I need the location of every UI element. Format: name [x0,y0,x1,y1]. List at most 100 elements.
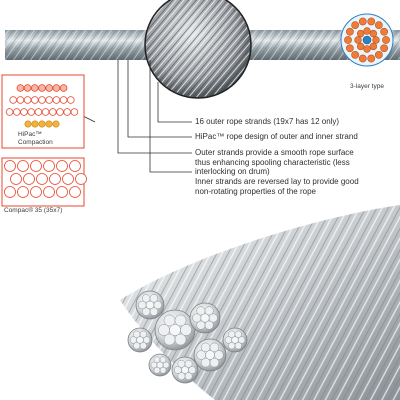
callout-hipac-design: HiPac™ rope design of outer and inner st… [195,132,358,141]
hipac-wire [52,84,61,92]
hipac-wire [45,84,53,92]
layer-outer-wire [374,21,383,30]
rope-wire-end [177,372,186,381]
compac-wire [62,173,74,185]
hipac-wire [52,96,61,104]
hipac-cross-section [1,74,85,149]
rope-wire-end [136,336,144,344]
layer-outer-wire [380,27,389,36]
layer-outer-wire [374,50,383,59]
compac-wire [30,186,42,198]
rope-wire-end [228,342,236,350]
hipac-wire [67,96,75,104]
rope-wire-end [169,324,181,336]
rope-wire-end [184,359,193,368]
layer-outer-wire [367,17,376,26]
rope-wire-end [204,306,214,316]
layer-middle-wire [354,36,362,44]
layer-outer-wire [382,36,390,44]
hipac-wire [30,84,39,92]
layer-middle-wire [369,29,378,38]
callout-outer-strands: 16 outer rope strands (19x7 has 12 only) [195,117,340,126]
compac-wire [75,173,87,185]
rope-wire-end [145,300,155,310]
layer-middle-wire [356,42,365,51]
three-layer-label: 3-layer type [350,83,384,90]
layer-outer-wire [344,36,352,44]
rope-wire-end [153,366,161,374]
compac-wire [56,186,68,198]
hipac-compaction-wire [38,120,46,128]
layer-core-wire [362,35,372,45]
large-rope-illustration [120,205,400,400]
layer-outer-wire [367,54,376,63]
rope-wire-end [181,366,189,374]
rope-wire-end [196,320,206,330]
compac-wire [10,173,22,185]
rope-wire-end [234,330,242,338]
hipac-wire [16,84,25,92]
compac-wire [17,186,29,198]
hipac-wire [20,108,28,116]
rope-wire-end [200,357,211,368]
rope-wire-end [205,350,215,360]
layer-middle-wire [356,29,365,38]
layer-outer-wire [351,21,360,30]
hipac-wire [30,96,39,104]
compac-wire [17,160,29,172]
rope-wire-end [156,361,164,369]
hipac-wire [16,96,25,104]
compac-wire [69,186,81,198]
hipac-wire [23,84,32,92]
compac-label: Compac® 35 (35x7) [4,207,63,214]
hipac-compaction-wire [45,120,53,128]
compac-cross-section [1,157,87,207]
hipac-wire [41,108,50,116]
hipac-wire [9,96,17,104]
hipac-compaction-label: HiPac™ Compaction [18,131,53,146]
compac-wire [43,186,55,198]
hipac-wire [27,108,36,116]
hipac-wire [38,96,46,104]
hipac-compaction-wire [52,120,60,128]
layer-middle-wire [363,27,371,35]
layer-outer-wire [351,50,360,59]
hipac-wire [12,108,21,116]
rope-wire-end [174,314,187,327]
hipac-wire [59,96,68,104]
three-layer-cross-section [340,13,394,67]
rope-wire-end [231,336,239,344]
rope-wire-end [200,313,210,323]
compac-wire [49,173,61,185]
compac-wire [23,173,35,185]
compac-wire [4,160,16,172]
rope-wire-end [133,342,141,350]
layer-middle-wire [369,42,378,51]
rope-wire-end [159,356,167,364]
compac-wire [30,160,42,172]
compac-wire [43,160,55,172]
layer-outer-wire [358,54,367,63]
hipac-wire [5,108,14,116]
hipac-wire [45,96,53,104]
rope-wire-end [149,294,159,303]
hipac-compaction-wire [31,120,39,128]
hipac-wire [70,108,79,116]
rope-wire-end [163,333,176,346]
hipac-wire [34,108,43,116]
compac-wire [69,160,81,172]
rope-wire-end [139,330,147,338]
layer-middle-wire [372,36,380,44]
hipac-wire [56,108,64,116]
hipac-wire [48,108,57,116]
compac-wire [4,186,16,198]
layer-middle-wire [363,45,371,53]
magnified-rope-lens [144,0,252,99]
layer-outer-wire [345,44,354,53]
rope-wire-end [141,307,151,316]
layer-outer-wire [345,27,354,36]
callout-inner-strands: Inner strands are reversed lay to provid… [195,177,359,196]
compac-wire [56,160,68,172]
